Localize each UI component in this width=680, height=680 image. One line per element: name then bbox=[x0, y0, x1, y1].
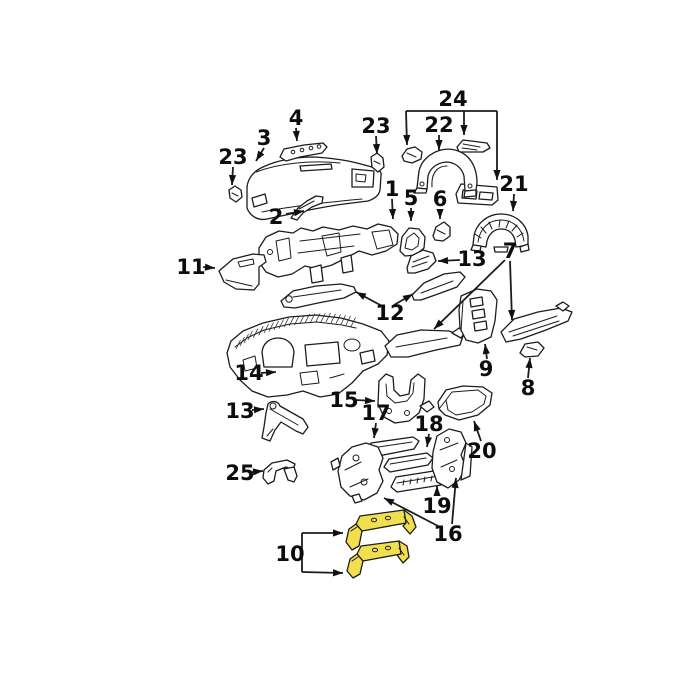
arrowhead-11-0 bbox=[204, 263, 215, 271]
part-13-hook-lower bbox=[261, 400, 309, 442]
arrowhead-15-0 bbox=[364, 396, 375, 405]
callout-label-4: 4 bbox=[289, 106, 304, 130]
part-24-bracket-small bbox=[401, 146, 423, 164]
arrowhead-23b-0 bbox=[372, 143, 381, 154]
callout-label-10: 10 bbox=[275, 542, 304, 566]
leader-line-16-0 bbox=[383, 497, 441, 528]
arrowhead-7-1 bbox=[434, 319, 444, 329]
callout-label-3: 3 bbox=[257, 126, 272, 150]
callout-label-18: 18 bbox=[414, 412, 443, 436]
part-12-duct-left bbox=[280, 283, 357, 309]
arrowhead-24-3 bbox=[493, 170, 501, 180]
part-2-bracket bbox=[290, 195, 324, 221]
part-5-vent bbox=[399, 227, 426, 257]
arrowhead-3-0 bbox=[256, 150, 265, 161]
part-21-instrument-cluster bbox=[470, 213, 530, 253]
callout-label-12: 12 bbox=[375, 301, 404, 325]
part-11-panel bbox=[218, 253, 267, 291]
callout-label-7: 7 bbox=[503, 239, 518, 263]
arrowhead-13a-0 bbox=[438, 256, 449, 265]
part-1-carrier-beam bbox=[258, 223, 399, 284]
part-22-cluster-hood bbox=[413, 148, 478, 198]
part-9-bracket bbox=[458, 288, 498, 344]
arrowhead-12-1 bbox=[402, 294, 413, 303]
arrowhead-16-1 bbox=[451, 478, 459, 489]
part-14-hatching bbox=[235, 312, 356, 350]
arrowhead-12-0 bbox=[356, 292, 367, 300]
part-3-upper-dash-cover bbox=[246, 156, 382, 221]
callout-label-19: 19 bbox=[422, 494, 451, 518]
part-15-u-bracket bbox=[377, 373, 435, 424]
callout-label-2: 2 bbox=[269, 205, 284, 229]
callout-label-16: 16 bbox=[433, 522, 462, 546]
part-24-plate bbox=[456, 139, 491, 153]
arrowhead-4-0 bbox=[292, 130, 300, 141]
part-10-bracket-upper-highlighted bbox=[345, 509, 417, 551]
arrowhead-8-0 bbox=[525, 358, 533, 369]
arrowhead-9-0 bbox=[482, 344, 490, 355]
callout-label-9: 9 bbox=[479, 357, 494, 381]
arrowhead-24-2 bbox=[460, 125, 468, 135]
part-20-console-box bbox=[437, 385, 493, 421]
callout-label-1: 1 bbox=[385, 177, 400, 201]
callout-label-25: 25 bbox=[225, 461, 254, 485]
arrowhead-20-0 bbox=[473, 421, 481, 432]
arrowhead-16-0 bbox=[384, 498, 395, 506]
arrowhead-13b-0 bbox=[253, 406, 264, 414]
arrowhead-18-0 bbox=[424, 436, 433, 447]
callout-label-13b: 13 bbox=[225, 399, 254, 423]
part-18-rail bbox=[383, 452, 434, 473]
part-8-bracket-small bbox=[519, 341, 545, 358]
part-13-vent-upper bbox=[406, 249, 437, 274]
callout-label-21: 21 bbox=[499, 172, 528, 196]
callout-label-5: 5 bbox=[404, 186, 419, 210]
part-14-instrument-panel-pad bbox=[226, 312, 390, 398]
arrowhead-23a-0 bbox=[228, 174, 237, 185]
part-16-bracket-right bbox=[431, 428, 473, 489]
leader-line-7-1 bbox=[433, 259, 506, 330]
arrowhead-10-1 bbox=[333, 529, 343, 537]
part-12-duct-right bbox=[411, 271, 466, 301]
part-7-trim-left bbox=[384, 327, 466, 358]
callout-label-23b: 23 bbox=[361, 114, 390, 138]
arrowhead-6-0 bbox=[436, 209, 444, 219]
callout-label-13a: 13 bbox=[457, 247, 486, 271]
arrowhead-21-0 bbox=[509, 200, 518, 211]
arrowhead-5-0 bbox=[407, 211, 415, 221]
callout-label-24: 24 bbox=[438, 87, 467, 111]
part-23-clip-left bbox=[228, 185, 243, 203]
part-7-trim-right bbox=[500, 301, 573, 343]
callout-label-22: 22 bbox=[424, 113, 453, 137]
callout-label-20: 20 bbox=[467, 439, 496, 463]
callout-label-15: 15 bbox=[329, 388, 358, 412]
arrowhead-10-2 bbox=[332, 569, 343, 577]
callout-label-14: 14 bbox=[234, 361, 263, 385]
part-25-clip bbox=[262, 459, 298, 485]
arrowhead-2-0 bbox=[293, 209, 304, 217]
arrowhead-24-1 bbox=[403, 134, 411, 145]
part-6-knob bbox=[432, 221, 451, 242]
arrowhead-22-0 bbox=[435, 140, 443, 150]
arrowhead-25-0 bbox=[252, 468, 263, 476]
callout-label-8: 8 bbox=[521, 376, 536, 400]
part-10-bracket-lower-highlighted bbox=[346, 540, 410, 579]
callout-label-17: 17 bbox=[361, 401, 390, 425]
callout-label-6: 6 bbox=[433, 187, 448, 211]
callout-label-23a: 23 bbox=[218, 145, 247, 169]
arrowhead-1-0 bbox=[388, 208, 397, 219]
part-4-mounting-plate bbox=[279, 142, 328, 162]
arrowhead-7-0 bbox=[508, 309, 516, 320]
arrowhead-17-0 bbox=[371, 427, 379, 438]
arrowhead-19-0 bbox=[433, 486, 441, 496]
arrowhead-14-0 bbox=[265, 369, 276, 377]
part-16-bracket-left bbox=[330, 442, 384, 504]
callout-label-11: 11 bbox=[176, 255, 205, 279]
